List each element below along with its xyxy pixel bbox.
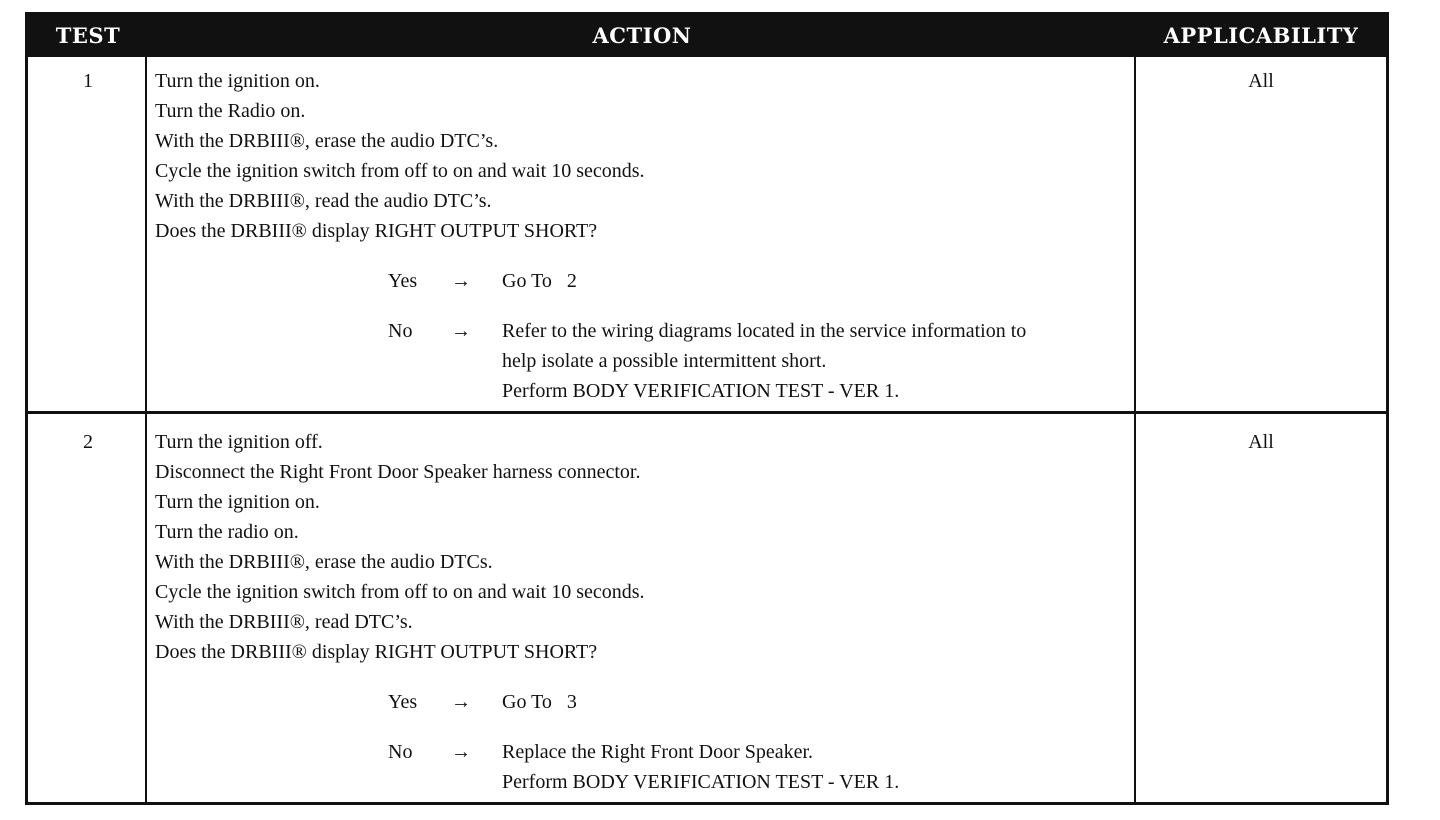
no-result-line: Replace the Right Front Door Speaker.: [502, 741, 814, 763]
column-divider: [145, 57, 147, 805]
header-action: ACTION: [592, 23, 692, 48]
action-step: Turn the Radio on.: [155, 100, 306, 122]
arrow-icon: →: [451, 320, 471, 342]
action-step: Does the DRBIII® display RIGHT OUTPUT SH…: [155, 641, 598, 663]
action-step: Cycle the ignition switch from off to on…: [155, 581, 645, 603]
yes-label: Yes: [388, 270, 418, 292]
test-number: 2: [83, 431, 93, 453]
table-header: TEST ACTION APPLICABILITY: [28, 15, 1386, 57]
no-branch: No → Refer to the wiring diagrams locate…: [155, 316, 1145, 402]
yes-result: Go To 3: [502, 691, 577, 713]
no-result: Replace the Right Front Door Speaker. Pe…: [502, 737, 899, 797]
action-step: Turn the ignition on.: [155, 491, 320, 513]
action-step: With the DRBIII®, erase the audio DTC’s.: [155, 130, 499, 152]
action-steps: Turn the ignition on. Turn the Radio on.…: [155, 66, 1145, 402]
action-step: Does the DRBIII® display RIGHT OUTPUT SH…: [155, 220, 598, 242]
yes-branch: Yes → Go To 2: [155, 266, 1145, 296]
applicability-cell: All: [1248, 70, 1274, 92]
arrow-icon: →: [451, 741, 471, 763]
no-branch: No → Replace the Right Front Door Speake…: [155, 737, 1145, 793]
no-result-line: Refer to the wiring diagrams located in …: [502, 320, 1027, 342]
action-step: Cycle the ignition switch from off to on…: [155, 160, 645, 182]
action-step: With the DRBIII®, read the audio DTC’s.: [155, 190, 492, 212]
action-step: Turn the ignition off.: [155, 431, 323, 453]
no-result: Refer to the wiring diagrams located in …: [502, 316, 1026, 406]
applicability-cell: All: [1248, 431, 1274, 453]
header-test: TEST: [55, 23, 121, 48]
test-number: 1: [83, 70, 93, 92]
yes-result: Go To 2: [502, 270, 577, 292]
yes-branch: Yes → Go To 3: [155, 687, 1145, 717]
diagnostic-table: TEST ACTION APPLICABILITY 1 Turn the ign…: [25, 12, 1389, 805]
no-label: No: [388, 741, 413, 763]
no-result-line: Perform BODY VERIFICATION TEST - VER 1.: [502, 771, 900, 793]
action-step: Disconnect the Right Front Door Speaker …: [155, 461, 641, 483]
arrow-icon: →: [451, 691, 471, 713]
action-step: Turn the ignition on.: [155, 70, 320, 92]
no-result-line: Perform BODY VERIFICATION TEST - VER 1.: [502, 380, 900, 402]
action-steps: Turn the ignition off. Disconnect the Ri…: [155, 427, 1145, 793]
action-step: With the DRBIII®, erase the audio DTCs.: [155, 551, 493, 573]
row-divider: [28, 411, 1386, 414]
action-step: With the DRBIII®, read DTC’s.: [155, 611, 413, 633]
action-step: Turn the radio on.: [155, 521, 299, 543]
arrow-icon: →: [451, 270, 471, 292]
no-result-line: help isolate a possible intermittent sho…: [502, 350, 827, 372]
column-divider: [1134, 57, 1136, 805]
header-applicability: APPLICABILITY: [1163, 23, 1359, 48]
no-label: No: [388, 320, 413, 342]
yes-label: Yes: [388, 691, 418, 713]
